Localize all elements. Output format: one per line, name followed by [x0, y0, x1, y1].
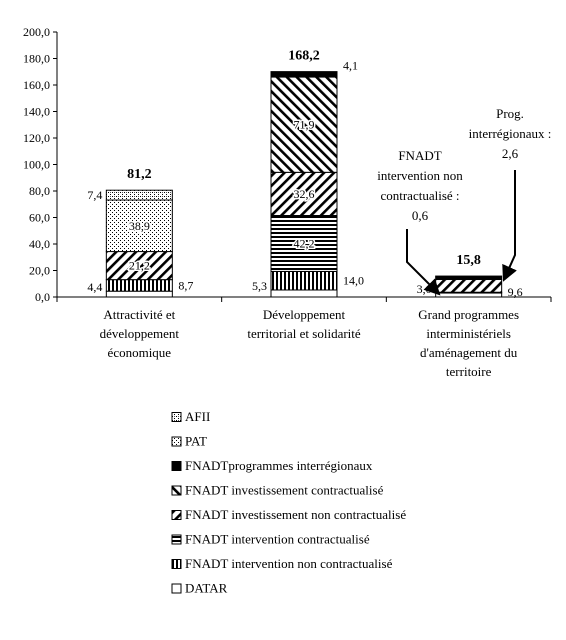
category-label-line: économique [108, 345, 172, 360]
bar-segment [270, 289, 338, 298]
legend: AFII PAT FNADTprogrammes interrégionauxFNA… [171, 409, 406, 596]
bar-segment [270, 215, 338, 272]
bar-segment [105, 290, 173, 298]
annotation-line: Prog. [496, 106, 524, 121]
category-label-line: territorial et solidarité [247, 326, 361, 341]
legend-label: AFII [185, 409, 210, 424]
segment-value-label: 32,6 [294, 187, 315, 201]
y-tick-label: 40,0 [29, 237, 50, 251]
y-tick-label: 160,0 [23, 78, 50, 92]
legend-label: FNADT intervention non contractualisé [185, 556, 393, 571]
total-value-label: 168,2 [288, 49, 320, 64]
category-label-line: d'aménagement du [420, 345, 518, 360]
axes: 0,0 20,0 40,0 60,0 80,0 100,0 120,0 140,0 160,0 1… [23, 25, 552, 379]
legend-label: PAT [185, 434, 207, 449]
category-label: Attractivité et développement économique [100, 307, 180, 360]
segment-value-label: 9,6 [508, 285, 523, 299]
bar-segment [270, 71, 338, 78]
annotation-line: contractualisé : [380, 188, 459, 203]
annotation-arrow [502, 170, 517, 282]
category-label-line: développement [100, 326, 180, 341]
category-label-line: Attractivité et [103, 307, 175, 322]
annotation-arrow [406, 229, 441, 296]
segment-value-label: 21,2 [129, 259, 150, 273]
segment-value-label: 4,1 [343, 59, 358, 73]
segment-value-label: 42,2 [294, 236, 315, 250]
segment-value-label: 14,0 [343, 274, 364, 288]
category-label-line: Développement [263, 307, 346, 322]
bar-segment [270, 270, 338, 291]
annotation-line: interrégionaux : [469, 126, 552, 141]
y-tick-label: 180,0 [23, 52, 50, 66]
bar-segment [435, 292, 503, 298]
bar-segment [270, 76, 338, 173]
legend-swatch [171, 534, 182, 545]
segment-value-label: 8,7 [178, 278, 193, 292]
annotation-line: FNADT [398, 148, 441, 163]
legend-label: DATAR [185, 581, 228, 596]
category-label-line: territoire [446, 364, 492, 379]
bar-segment [105, 189, 173, 201]
bar-segment [105, 279, 173, 292]
legend-label: FNADT intervention contractualisé [185, 532, 370, 547]
y-tick-label: 140,0 [23, 105, 50, 119]
annotations: FNADT intervention non contractualisé : 0,6… [377, 106, 552, 296]
y-tick-label: 60,0 [29, 211, 50, 225]
bar-segment [270, 171, 338, 217]
total-value-label: 15,8 [456, 253, 481, 268]
legend-swatch [171, 510, 182, 520]
legend-swatch [171, 461, 182, 471]
category-label: Grand programmes interministériels d'aména… [418, 307, 519, 379]
annotation-intervention: FNADT intervention non contractualisé : 0,6 [377, 148, 463, 223]
category-label: Développement territorial et solidarité [247, 307, 361, 341]
legend-swatch [171, 485, 182, 496]
segment-value-label: 5,3 [252, 279, 267, 293]
y-tick-label: 100,0 [23, 158, 50, 172]
category-label-line: Grand programmes [418, 307, 519, 322]
segment-value-label: 38,9 [129, 219, 150, 233]
bar-segment [105, 199, 173, 253]
y-tick-label: 80,0 [29, 184, 50, 198]
total-value-label: 81,2 [127, 167, 152, 182]
legend-swatch [171, 583, 182, 594]
bars [105, 71, 503, 298]
legend-label: FNADT investissement non contractualisé [185, 507, 406, 522]
segment-value-label: 7,4 [87, 188, 102, 202]
bar-segment [435, 279, 503, 293]
legend-label: FNADTprogrammes interrégionaux [185, 458, 373, 473]
legend-swatch [171, 559, 182, 569]
legend-swatch [171, 412, 182, 422]
y-tick-label: 0,0 [35, 290, 50, 304]
annotation-line: 2,6 [502, 146, 519, 161]
y-tick-label: 120,0 [23, 131, 50, 145]
segment-value-label: 71,9 [294, 118, 315, 132]
legend-label: FNADT investissement contractualisé [185, 483, 384, 498]
legend-swatch [171, 436, 182, 447]
bar-segment [435, 275, 503, 281]
category-label-line: interministériels [426, 326, 510, 341]
annotation-line: intervention non [377, 168, 463, 183]
annotation-interregionaux: Prog. interrégionaux : 2,6 [469, 106, 552, 161]
y-tick-label: 200,0 [23, 25, 50, 39]
y-tick-label: 20,0 [29, 264, 50, 278]
segment-value-label: 4,4 [87, 280, 102, 294]
annotation-line: 0,6 [412, 208, 429, 223]
